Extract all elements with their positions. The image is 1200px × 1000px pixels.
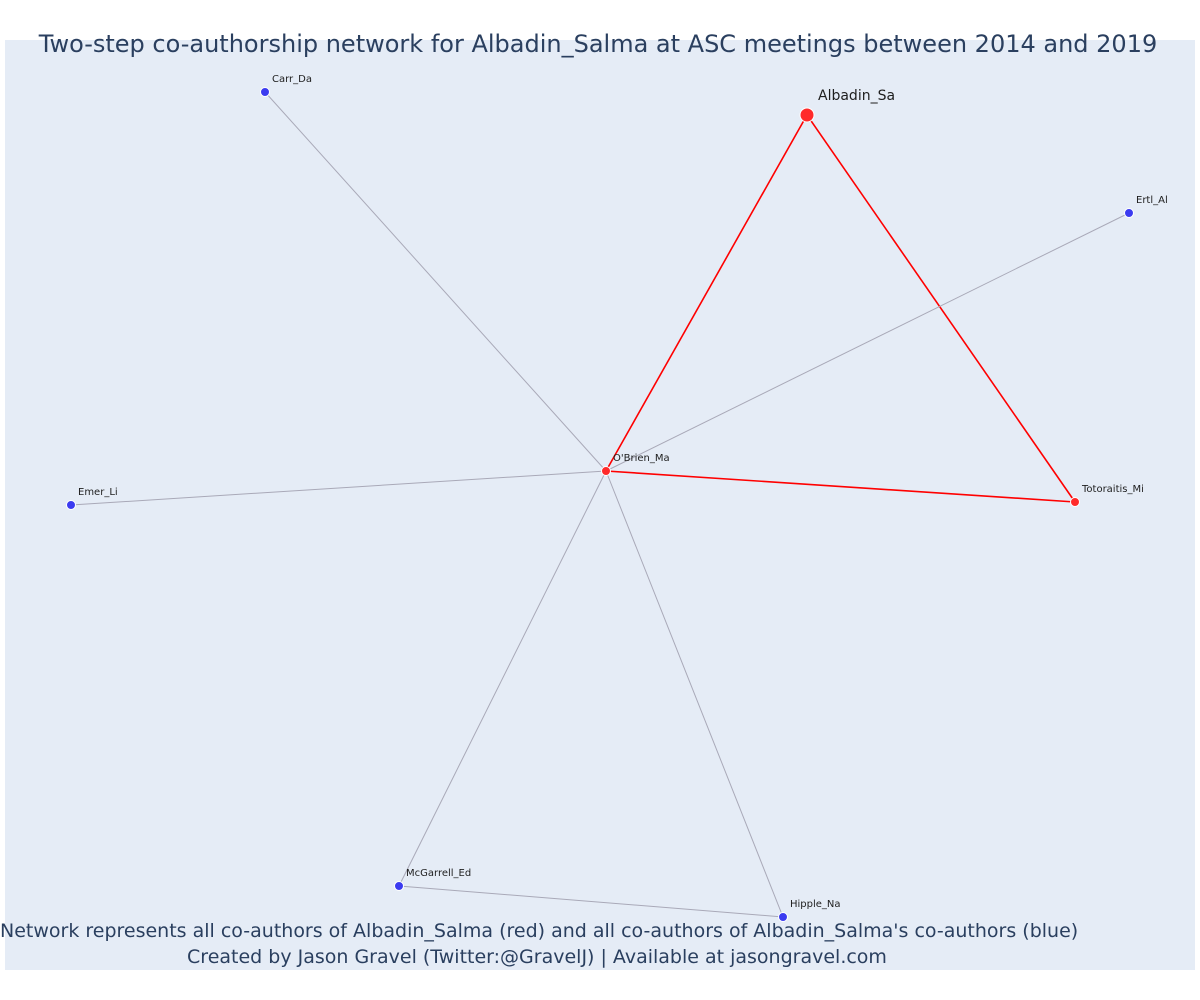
node-label-Hipple_Na: Hipple_Na [790, 899, 841, 910]
edge-McGarrell_Ed-Hipple_Na [398, 885, 784, 918]
footer-line-description: Network represents all co-authors of Alb… [0, 920, 1079, 942]
node-label-Carr_Da: Carr_Da [272, 74, 312, 85]
edge-Albadin_Sa-Totoraitis_Mi [806, 114, 1076, 503]
node-Carr_Da[interactable] [260, 87, 270, 97]
node-label-Albadin_Sa: Albadin_Sa [818, 88, 895, 104]
node-label-Emer_Li: Emer_Li [78, 487, 118, 498]
node-Hipple_Na[interactable] [778, 912, 788, 922]
edge-OBrien_Ma-Totoraitis_Mi [605, 470, 1076, 503]
node-label-OBrien_Ma: O'Brien_Ma [613, 453, 670, 464]
edge-OBrien_Ma-Carr_Da [264, 91, 607, 472]
edge-OBrien_Ma-Emer_Li [70, 470, 607, 506]
node-Albadin_Sa[interactable] [799, 107, 815, 123]
network-plot-area [5, 40, 1195, 970]
node-OBrien_Ma[interactable] [601, 466, 611, 476]
edge-OBrien_Ma-McGarrell_Ed [398, 470, 607, 887]
edges-layer [70, 91, 1130, 918]
chart-footer: Network represents all co-authors of Alb… [0, 918, 1079, 970]
node-label-Totoraitis_Mi: Totoraitis_Mi [1081, 484, 1144, 495]
node-Emer_Li[interactable] [66, 500, 76, 510]
node-McGarrell_Ed[interactable] [394, 881, 404, 891]
node-label-McGarrell_Ed: McGarrell_Ed [406, 868, 471, 879]
node-Ertl_Al[interactable] [1124, 208, 1134, 218]
edge-Albadin_Sa-OBrien_Ma [605, 114, 808, 472]
node-Totoraitis_Mi[interactable] [1070, 497, 1080, 507]
footer-line-credit: Created by Jason Gravel (Twitter:@Gravel… [187, 946, 887, 968]
node-label-Ertl_Al: Ertl_Al [1136, 195, 1168, 206]
edge-OBrien_Ma-Ertl_Al [605, 212, 1130, 472]
nodes-layer [66, 87, 1134, 922]
edge-OBrien_Ma-Hipple_Na [605, 470, 784, 918]
chart-title: Two-step co-authorship network for Albad… [38, 30, 1158, 58]
